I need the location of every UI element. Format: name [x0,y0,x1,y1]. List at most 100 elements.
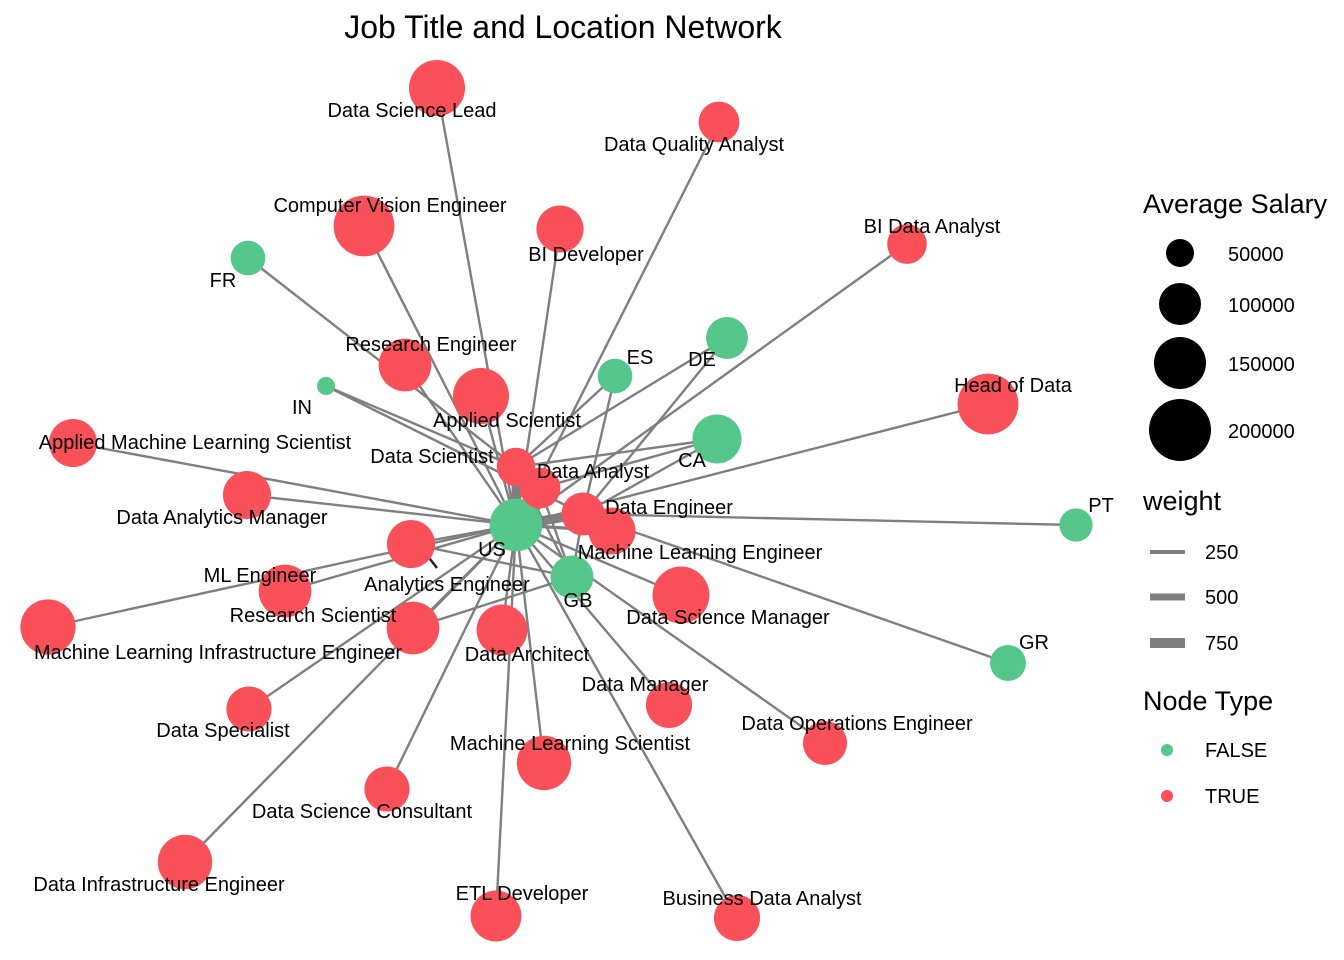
node-ml-engineer [258,564,312,618]
node-analytics-engineer [386,519,436,569]
edge-us-business-data-analyst [514,524,739,919]
edge-us-data-science-lead [435,87,518,526]
node-label-ml-infrastructure-engineer: Machine Learning Infrastructure Engineer [34,642,402,664]
edge-us-research-engineer [404,364,517,526]
node-pt [1059,508,1093,542]
node-head-of-data [957,373,1019,435]
legend-size-label-2: 100000 [1228,295,1295,317]
node-ca [692,414,742,464]
legend-size-marker-1 [1166,239,1194,267]
node-machine-learning-scientist [516,735,572,791]
node-label-head-of-data: Head of Data [954,375,1073,397]
legend-size-marker-3 [1154,337,1206,389]
node-label-research-engineer: Research Engineer [345,334,517,356]
node-data-manager [645,681,693,729]
node-label-applied-ml-scientist: Applied Machine Learning Scientist [39,432,352,454]
edge-gb-analytics-engineer [410,542,573,579]
node-label-data-architect: Data Architect [465,644,590,666]
edge-us-computer-vision-engineer [362,225,518,526]
edge-us-bi-data-analyst [515,243,908,526]
legend-size-marker-4 [1149,399,1211,461]
edge-de-data-engineer [582,337,728,515]
nodes-layer [20,59,1093,942]
legend-size-title: Average Salary [1143,189,1328,219]
legend-weight-label-3: 750 [1205,633,1238,655]
node-data-science-manager [652,566,710,624]
node-label-machine-learning-scientist: Machine Learning Scientist [450,733,691,755]
node-label-data-operations-engineer: Data Operations Engineer [741,713,973,735]
node-label-data-infrastructure-engineer: Data Infrastructure Engineer [33,874,285,896]
node-es [597,358,633,394]
legend-size-label-4: 200000 [1228,421,1295,443]
legend-size-label-1: 50000 [1228,244,1284,266]
edge-ca-data-engineer [582,437,718,516]
node-data-science-lead [408,59,466,117]
node-label-es: ES [627,347,654,369]
node-machine-learning-engineer [588,507,636,555]
node-data-architect [476,604,528,656]
edge-us-data-science-consultant [385,524,518,790]
node-data-analytics-manager [222,470,272,520]
node-applied-scientist [452,367,510,425]
edge-us-data-analytics-manager [246,493,517,527]
node-data-specialist [226,686,272,732]
node-label-applied-scientist: Applied Scientist [433,410,581,432]
edge-in-data-scientist [325,384,517,469]
node-label-data-quality-analyst: Data Quality Analyst [604,134,785,156]
node-label-data-engineer: Data Engineer [605,497,733,519]
legend-type-label-false: FALSE [1205,740,1267,762]
node-gr [990,645,1026,681]
node-label-bi-developer: BI Developer [528,244,644,266]
node-label-research-scientist: Research Scientist [230,605,397,627]
legend-weight-label-2: 500 [1205,587,1238,609]
node-bi-data-analyst [887,224,927,264]
node-label-machine-learning-engineer: Machine Learning Engineer [578,542,823,564]
edge-ca-data-scientist [515,437,718,469]
node-label-data-analyst: Data Analyst [537,461,650,483]
node-data-operations-engineer [802,720,848,766]
edge-us-applied-ml-scientist [72,441,517,527]
legend-weight-label-1: 250 [1205,542,1238,564]
node-applied-ml-scientist [48,418,98,468]
node-label-in: IN [292,397,312,419]
legend-size-marker-2 [1159,283,1201,325]
node-label-data-manager: Data Manager [582,674,709,696]
node-label-etl-developer: ETL Developer [456,883,589,905]
edge-us-data-infrastructure-engineer [184,524,517,863]
node-ml-infrastructure-engineer [20,599,76,655]
node-label-gr: GR [1019,632,1049,654]
node-fr [230,240,266,276]
node-label-data-science-lead: Data Science Lead [327,100,496,122]
legend: Average Salary 50000 100000 150000 20000… [1142,189,1328,808]
edge-pt-data-engineer [582,512,1077,527]
node-label-pt: PT [1088,495,1114,517]
edge-gb-research-scientist [412,575,573,630]
node-label-gb: GB [564,590,593,612]
node-label-de: DE [688,349,716,371]
node-data-science-consultant [364,766,410,812]
edge-gr-data-engineer [582,512,1009,665]
node-research-scientist [386,601,440,655]
edge-es-data-engineer [581,375,617,515]
legend-type-label-true: TRUE [1205,786,1259,808]
edge-us-data-science-manager [515,523,682,597]
node-de [706,317,748,359]
node-data-quality-analyst [698,101,740,143]
node-label-data-science-consultant: Data Science Consultant [252,801,473,823]
node-label-analytics-engineer: Analytics Engineer [364,574,530,596]
node-label-data-science-manager: Data Science Manager [626,607,830,629]
node-us [489,498,543,552]
node-label-data-scientist: Data Scientist [370,446,494,468]
legend-size-label-3: 150000 [1228,354,1295,376]
node-label-bi-data-analyst: BI Data Analyst [864,216,1001,238]
node-label-ca: CA [678,450,706,472]
node-data-infrastructure-engineer [157,834,213,890]
node-in [317,377,335,395]
legend-type-marker-true [1161,790,1173,802]
node-label-data-specialist: Data Specialist [156,720,290,742]
chart-title: Job Title and Location Network [344,9,783,45]
edge-us-machine-learning-scientist [514,524,546,764]
node-label-computer-vision-engineer: Computer Vision Engineer [273,195,506,217]
